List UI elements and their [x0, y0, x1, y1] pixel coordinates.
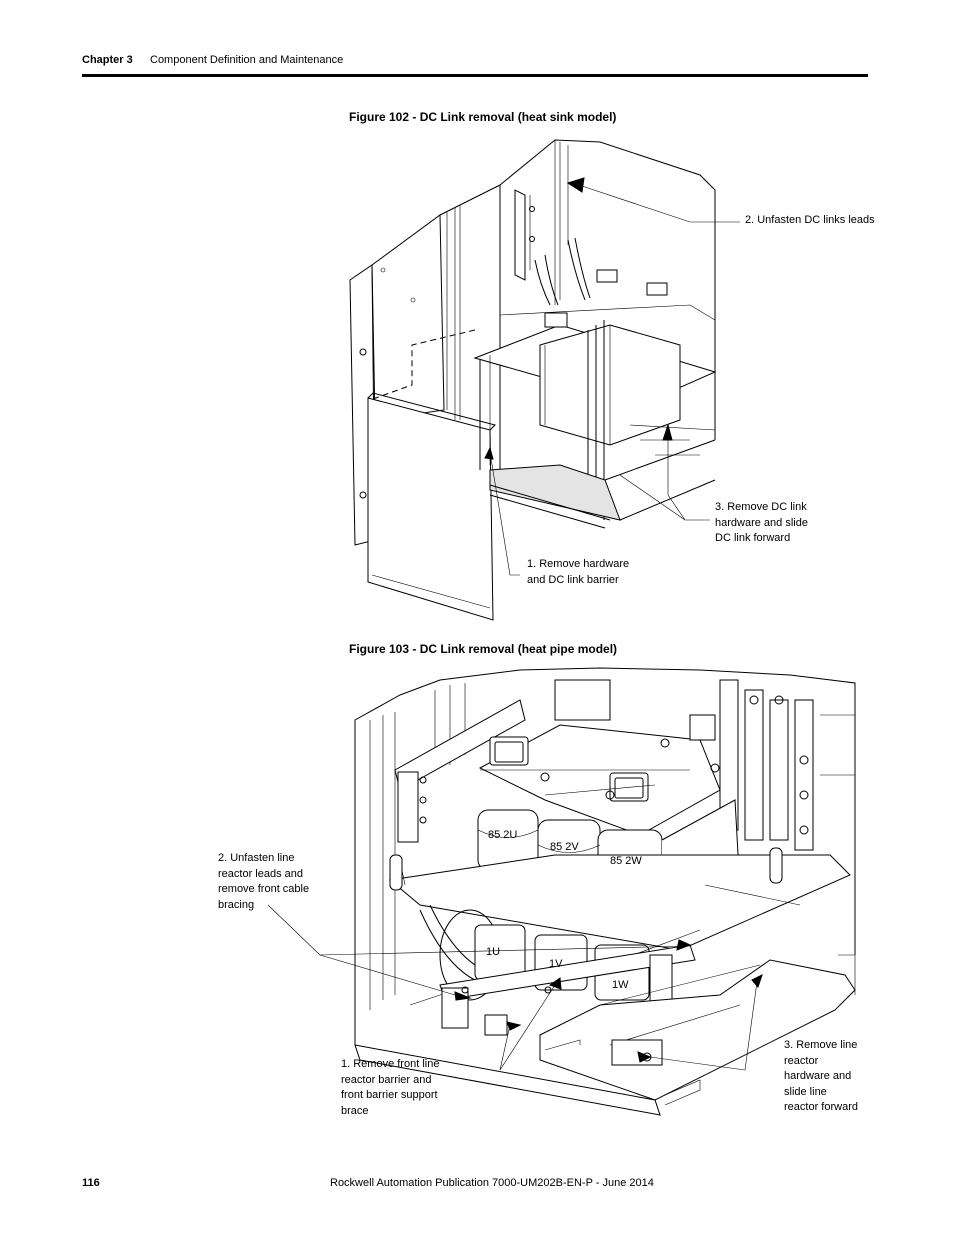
fig103-callout-remove-reactor: 3. Remove line reactor hardware and slid… — [784, 1039, 858, 1113]
chapter-title: Component Definition and Maintenance — [150, 54, 344, 66]
fig102-callout-unfasten-leads: 2. Unfasten DC links leads — [745, 214, 875, 226]
fig102-callout-remove-dc-link: 3. Remove DC link hardware and slide DC … — [715, 501, 808, 544]
reactor-label-1u: 1U — [486, 946, 500, 958]
publication-footer: Rockwell Automation Publication 7000-UM2… — [330, 1177, 654, 1189]
reactor-label-1w: 1W — [612, 979, 629, 991]
reactor-label-1v: 1V — [549, 958, 563, 970]
chapter-label: Chapter 3 — [82, 54, 133, 66]
figure-102-caption: Figure 102 - DC Link removal (heat sink … — [349, 110, 617, 124]
reactor-label-2u: 85 2U — [488, 829, 517, 841]
fig103-callout-unfasten-reactor-leads: 2. Unfasten line reactor leads and remov… — [218, 852, 310, 911]
fig102-callout-remove-barrier: 1. Remove hardware and DC link barrier — [527, 558, 630, 586]
fig103-callout-remove-barrier: 1. Remove front line reactor barrier and… — [341, 1058, 440, 1117]
figure-103-caption: Figure 103 - DC Link removal (heat pipe … — [349, 642, 618, 656]
header-rule — [82, 74, 868, 77]
reactor-label-2w: 85 2W — [610, 855, 642, 867]
page-number: 116 — [82, 1177, 100, 1189]
reactor-label-2v: 85 2V — [550, 841, 579, 853]
